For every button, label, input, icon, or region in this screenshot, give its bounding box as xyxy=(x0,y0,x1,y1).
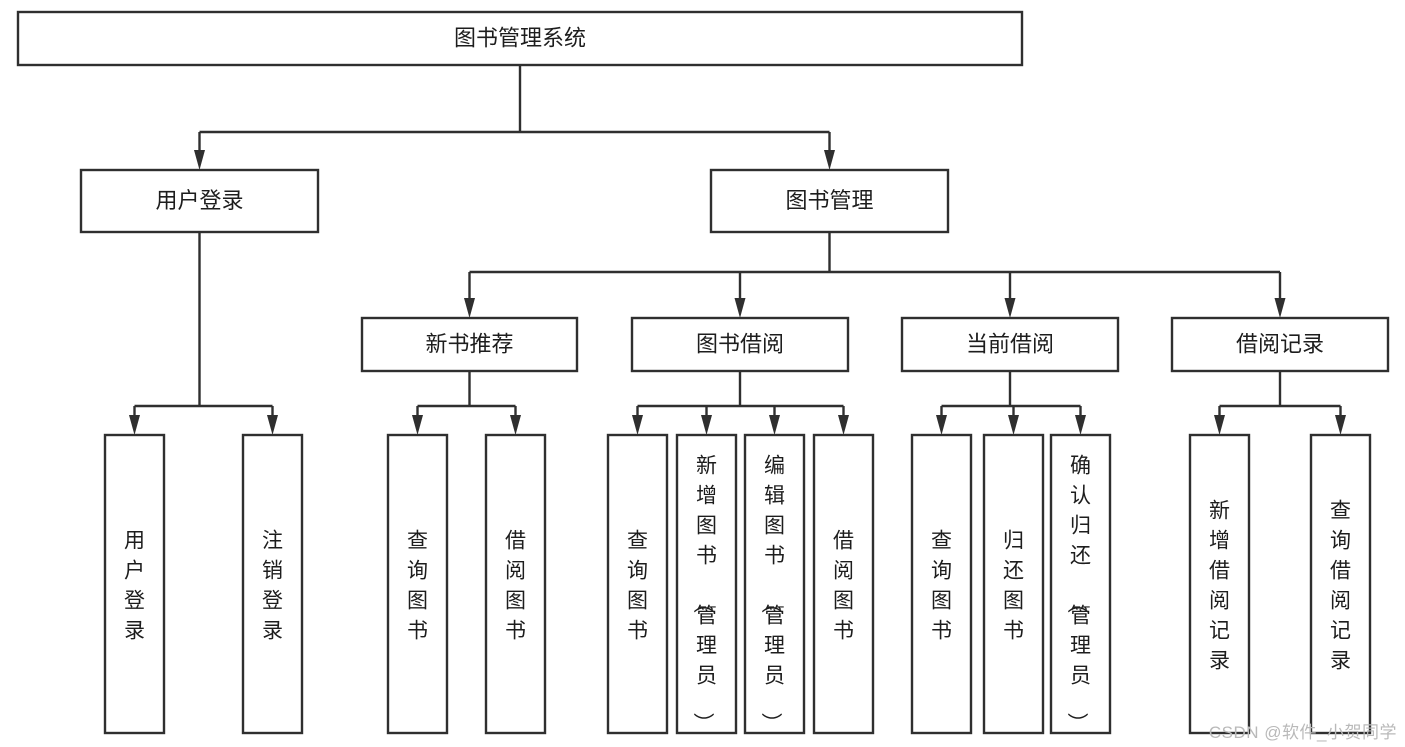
arrow-head-icon xyxy=(1075,415,1086,435)
arrow-head-icon xyxy=(412,415,423,435)
leaf-node-9-归还图书[interactable]: 归还图书 xyxy=(982,433,1045,735)
arrow-head-icon xyxy=(1274,298,1286,318)
leaf-node-0-用户登录[interactable]: 用户登录 xyxy=(103,433,166,735)
leaf-box xyxy=(812,433,875,735)
arrow-head-icon xyxy=(1335,415,1346,435)
leaf-label: 确认归还（管理员） xyxy=(1065,454,1091,733)
node-box xyxy=(709,168,950,234)
node-box xyxy=(16,10,1024,67)
arrow-head-icon xyxy=(194,150,205,170)
node-box xyxy=(900,316,1120,373)
leaf-label: 用户登录 xyxy=(124,529,145,642)
leaf-node-11-新增借阅记录[interactable]: 新增借阅记录 xyxy=(1188,433,1251,735)
connector-当前借阅-to-leaves xyxy=(936,371,1086,435)
node-box xyxy=(360,316,579,373)
leaf-label: 借阅图书 xyxy=(505,529,526,642)
arrow-head-icon xyxy=(769,415,780,435)
leaf-label: 新增图书（管理员） xyxy=(691,454,717,733)
leaf-box xyxy=(1188,433,1251,735)
leaf-node-6-编辑图书-管理员[interactable]: 编辑图书（管理员） xyxy=(743,433,806,735)
arrow-head-icon xyxy=(701,415,712,435)
node-label: 借阅记录 xyxy=(1236,331,1324,356)
node-level3-0-新书推荐[interactable]: 新书推荐 xyxy=(360,316,579,373)
arrow-head-icon xyxy=(1214,415,1225,435)
leaf-box xyxy=(910,433,973,735)
node-label: 当前借阅 xyxy=(966,331,1054,356)
arrow-head-icon xyxy=(1004,298,1016,318)
arrow-head-icon xyxy=(936,415,947,435)
node-label: 图书管理系统 xyxy=(454,25,586,50)
leaf-node-4-查询图书[interactable]: 查询图书 xyxy=(606,433,669,735)
node-level3-2-当前借阅[interactable]: 当前借阅 xyxy=(900,316,1120,373)
node-label: 图书管理 xyxy=(785,188,873,213)
leaf-node-1-注销登录[interactable]: 注销登录 xyxy=(241,433,304,735)
node-box xyxy=(79,168,320,234)
connector-user-login-to-leaves xyxy=(129,232,278,435)
arrow-head-icon xyxy=(734,298,746,318)
arrow-head-icon xyxy=(129,415,140,435)
leaf-box xyxy=(743,433,806,735)
leaf-box xyxy=(1049,433,1112,735)
leaf-label: 注销登录 xyxy=(262,529,283,642)
arrow-head-icon xyxy=(510,415,521,435)
arrow-head-icon xyxy=(838,415,849,435)
connector-root-to-level2 xyxy=(194,65,835,170)
leaf-label: 查询图书 xyxy=(627,529,648,642)
leaf-box xyxy=(675,433,738,735)
node-root-0-图书管理系统[interactable]: 图书管理系统 xyxy=(16,10,1024,67)
node-label: 图书借阅 xyxy=(696,331,784,356)
leaf-node-7-借阅图书[interactable]: 借阅图书 xyxy=(812,433,875,735)
node-box xyxy=(1170,316,1390,373)
node-level2-0-用户登录[interactable]: 用户登录 xyxy=(79,168,320,234)
leaf-box xyxy=(484,433,547,735)
arrow-head-icon xyxy=(267,415,278,435)
leaf-node-10-确认归还-管理员[interactable]: 确认归还（管理员） xyxy=(1049,433,1112,735)
leaf-box xyxy=(1309,433,1372,735)
node-box xyxy=(630,316,850,373)
node-label: 新书推荐 xyxy=(425,331,513,356)
leaf-label: 新增借阅记录 xyxy=(1209,499,1230,672)
connector-book-manage-to-level3 xyxy=(464,232,1286,318)
arrow-head-icon xyxy=(632,415,643,435)
leaf-node-12-查询借阅记录[interactable]: 查询借阅记录 xyxy=(1309,433,1372,735)
arrow-head-icon xyxy=(464,298,475,318)
node-level3-1-图书借阅[interactable]: 图书借阅 xyxy=(630,316,850,373)
node-label: 用户登录 xyxy=(155,188,243,213)
leaf-box xyxy=(386,433,449,735)
leaf-label: 查询图书 xyxy=(931,529,952,642)
node-level2-1-图书管理[interactable]: 图书管理 xyxy=(709,168,950,234)
arrow-head-icon xyxy=(1008,415,1019,435)
edges-layer xyxy=(129,65,1346,435)
leaf-label: 编辑图书（管理员） xyxy=(759,454,785,733)
leaf-node-3-借阅图书[interactable]: 借阅图书 xyxy=(484,433,547,735)
node-level3-3-借阅记录[interactable]: 借阅记录 xyxy=(1170,316,1390,373)
leaf-node-2-查询图书[interactable]: 查询图书 xyxy=(386,433,449,735)
leaf-label: 查询借阅记录 xyxy=(1330,499,1351,672)
leaf-node-5-新增图书-管理员[interactable]: 新增图书（管理员） xyxy=(675,433,738,735)
nodes-layer: 图书管理系统用户登录图书管理新书推荐图书借阅当前借阅借阅记录用户登录注销登录查询… xyxy=(16,10,1390,735)
leaf-box xyxy=(241,433,304,735)
leaf-label: 查询图书 xyxy=(407,529,428,642)
connector-新书推荐-to-leaves xyxy=(412,371,521,435)
leaf-label: 归还图书 xyxy=(1003,529,1024,642)
leaf-box xyxy=(606,433,669,735)
connector-图书借阅-to-leaves xyxy=(632,371,849,435)
connector-借阅记录-to-leaves xyxy=(1214,371,1346,435)
leaf-box xyxy=(982,433,1045,735)
leaf-label: 借阅图书 xyxy=(833,529,854,642)
arrow-head-icon xyxy=(824,150,835,170)
leaf-node-8-查询图书[interactable]: 查询图书 xyxy=(910,433,973,735)
leaf-box xyxy=(103,433,166,735)
